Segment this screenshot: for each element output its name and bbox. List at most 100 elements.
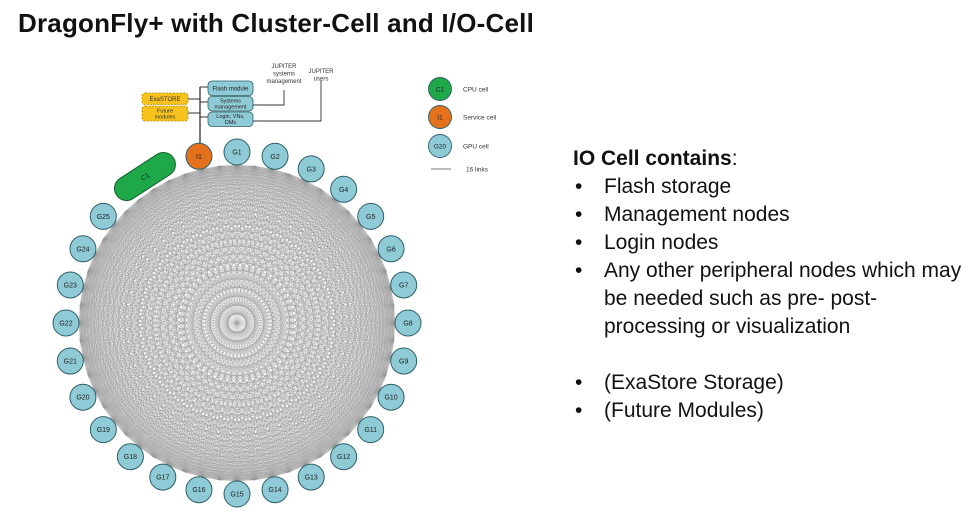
external-connectors (253, 80, 322, 122)
legend-link: 16 links (431, 167, 489, 174)
gpu-node-g12: G12 (330, 443, 358, 471)
gpu-node-g3: G3 (297, 155, 325, 183)
gpu-node-g10: G10 (377, 383, 405, 411)
gpu-node-g20: G20 (69, 383, 97, 411)
gpu-node-g2: G2 (261, 142, 289, 170)
service-node-i1: I1 (185, 142, 213, 170)
info-heading-colon: : (731, 147, 738, 170)
mesh-links (78, 164, 396, 482)
node-label: G16 (192, 487, 205, 494)
list-item: Login nodes (573, 229, 964, 257)
node-label: G19 (97, 427, 110, 434)
gpu-node-g7: G7 (390, 271, 418, 299)
node-label: G6 (386, 246, 395, 253)
list-item: Management nodes (573, 201, 964, 229)
gpu-node-g14: G14 (261, 476, 289, 504)
svg-text:modules: modules (155, 115, 176, 121)
gpu-node-g23: G23 (56, 271, 84, 299)
svg-text:I1: I1 (437, 114, 443, 121)
svg-text:management: management (214, 105, 247, 111)
node-label: G22 (59, 321, 72, 328)
legend-cpu: C1 CPU cell (428, 77, 489, 101)
io-cell-info: IO Cell contains: Flash storage Manageme… (573, 145, 964, 425)
slide-title: DragonFly+ with Cluster-Cell and I/O-Cel… (18, 8, 534, 38)
legend-gpu: G20 GPU cell (428, 134, 489, 158)
cpu-node-c1: C1 (114, 152, 176, 201)
svg-text:Service cell: Service cell (463, 114, 497, 121)
legend-service: I1 Service cell (428, 105, 497, 129)
io-cell-list: Flash storage Management nodes Login nod… (573, 173, 964, 341)
info-heading: IO Cell contains (573, 147, 732, 170)
list-item: (ExaStore Storage) (573, 369, 964, 397)
node-label: G20 (76, 395, 89, 402)
svg-text:ExaSTORE: ExaSTORE (150, 97, 181, 103)
io-connectors (188, 86, 208, 118)
svg-text:JUPITER: JUPITER (308, 69, 334, 75)
all-to-all-mesh (78, 164, 396, 482)
node-label: G25 (97, 214, 110, 221)
gpu-node-g19: G19 (89, 416, 117, 444)
svg-text:Flash module: Flash module (212, 87, 249, 93)
node-label: G1 (232, 150, 241, 157)
svg-text:DMs: DMs (225, 120, 237, 126)
gpu-node-g22: G22 (52, 309, 80, 337)
gpu-node-g1: G1 (223, 138, 251, 166)
list-item: Any other peripheral nodes which may be … (573, 257, 964, 341)
node-label: G2 (270, 154, 279, 161)
node-label: G3 (307, 166, 316, 173)
node-label: G10 (384, 395, 397, 402)
node-label: G21 (64, 359, 77, 366)
node-label: G23 (64, 282, 77, 289)
svg-text:users: users (314, 77, 329, 83)
gpu-node-g6: G6 (377, 235, 405, 263)
list-item: (Future Modules) (573, 397, 964, 425)
node-label: G15 (230, 492, 243, 499)
gpu-node-g8: G8 (394, 309, 422, 337)
flash-module-box: Flash module (207, 80, 254, 96)
svg-text:Systems: Systems (220, 99, 241, 105)
svg-text:management: management (266, 79, 301, 85)
gpu-node-g11: G11 (357, 416, 385, 444)
svg-text:JUPITER: JUPITER (271, 64, 297, 70)
jupiter-users-label: JUPITER users (308, 69, 334, 83)
gpu-node-g18: G18 (116, 443, 144, 471)
svg-text:systems: systems (273, 72, 295, 78)
gpu-node-g21: G21 (56, 347, 84, 375)
node-label: G8 (403, 321, 412, 328)
gpu-node-g24: G24 (69, 235, 97, 263)
gpu-node-g25: G25 (89, 202, 117, 230)
gpu-node-g16: G16 (185, 476, 213, 504)
login-box: Login, VNs,DMs (207, 111, 254, 127)
optional-list: (ExaStore Storage) (Future Modules) (573, 369, 964, 425)
node-label: G11 (364, 427, 377, 434)
node-label: C1 (140, 172, 151, 183)
svg-text:C1: C1 (436, 86, 445, 93)
gpu-node-g9: G9 (390, 347, 418, 375)
node-label: G7 (399, 282, 408, 289)
svg-text:CPU cell: CPU cell (463, 86, 489, 93)
node-label: G24 (76, 246, 89, 253)
svg-text:16 links: 16 links (466, 167, 489, 174)
gpu-node-g4: G4 (330, 175, 358, 203)
node-label: G9 (399, 359, 408, 366)
exastore-box: ExaSTORE (141, 92, 189, 105)
gpu-node-g5: G5 (357, 202, 385, 230)
gpu-node-g17: G17 (149, 463, 177, 491)
gpu-node-g13: G13 (297, 463, 325, 491)
node-label: G4 (339, 187, 348, 194)
node-label: G17 (156, 475, 169, 482)
node-label: G18 (124, 454, 137, 461)
node-label: G14 (268, 487, 281, 494)
node-label: G5 (366, 214, 375, 221)
svg-text:G20: G20 (434, 143, 447, 150)
node-label: G12 (337, 454, 350, 461)
svg-text:GPU cell: GPU cell (463, 143, 489, 150)
svg-text:Login, VNs,: Login, VNs, (216, 114, 245, 120)
